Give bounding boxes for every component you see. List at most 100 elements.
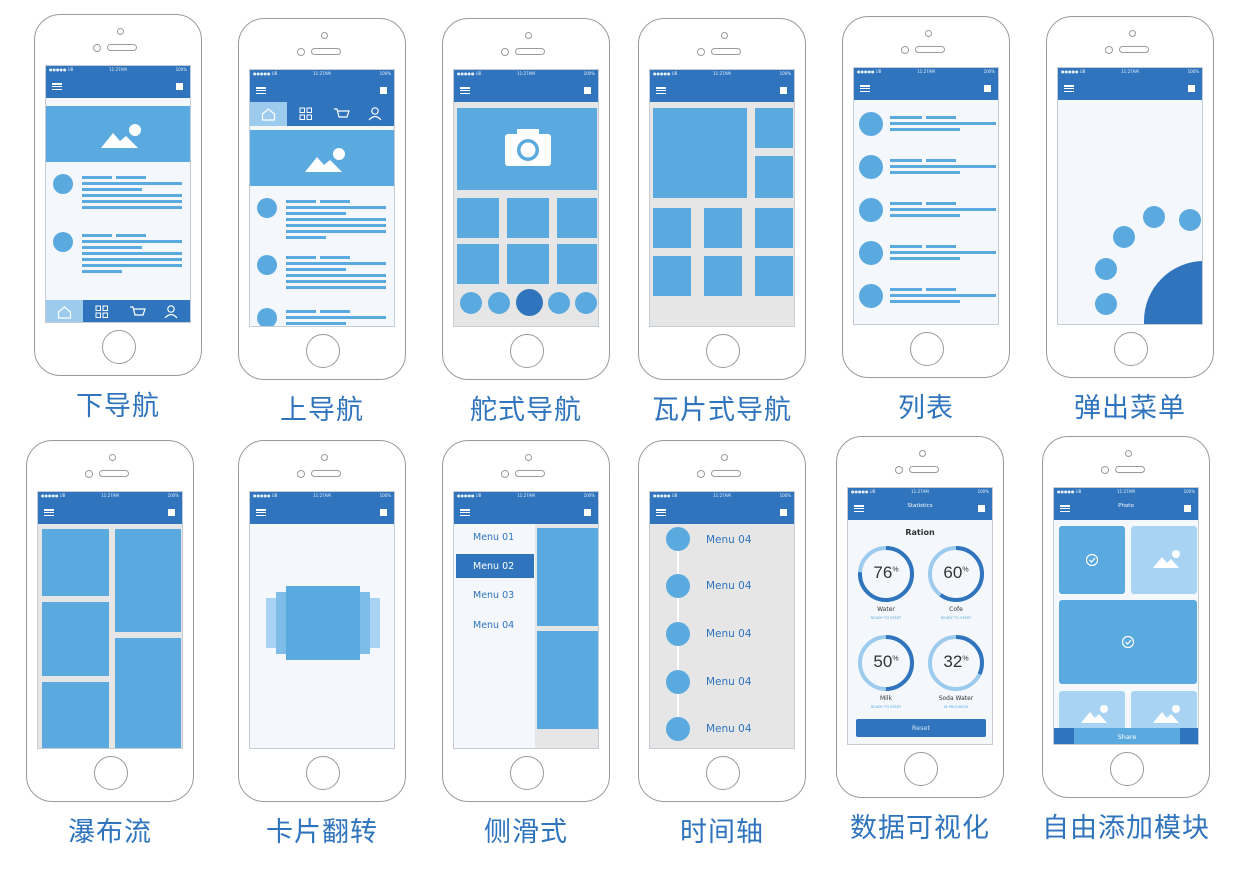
gauge-unit: % [962,655,969,663]
gauge-number: 60 [943,563,963,582]
tab-icons[interactable] [83,300,191,323]
square-icon[interactable] [168,509,175,516]
caption: 时间轴 [680,817,764,848]
gauge-number: 32 [943,652,963,671]
reset-button[interactable]: Reset [856,719,986,737]
card[interactable] [115,529,181,632]
square-icon[interactable] [1188,85,1195,92]
timeline-item[interactable]: Menu 04 [706,723,752,735]
tile[interactable] [653,208,691,248]
square-icon[interactable] [978,505,985,512]
bottom-tabbar [46,300,191,323]
tile[interactable] [755,256,793,296]
banner-image [46,106,190,162]
timeline-item[interactable]: Menu 04 [706,628,752,640]
tile[interactable] [704,256,742,296]
tile[interactable] [755,208,793,248]
nav-dot[interactable] [548,292,570,314]
menu-icon[interactable] [1064,85,1074,93]
gauge-fill [858,546,914,602]
timeline-item[interactable]: Menu 04 [706,534,752,546]
popup-item[interactable] [1113,226,1135,248]
card[interactable] [115,638,181,748]
menu-item-2[interactable]: Menu 02 [473,561,515,572]
square-icon[interactable] [380,87,387,94]
check-icon [1121,635,1135,649]
card[interactable] [42,602,109,676]
menu-icon[interactable] [460,509,470,517]
menu-item-1[interactable]: Menu 01 [473,532,515,543]
gauge-label: Milk [880,695,892,702]
gauge-unit: % [892,655,899,663]
share-bar[interactable]: Share [1054,728,1198,744]
tile[interactable] [653,108,747,198]
popup-item[interactable] [1179,209,1201,231]
popup-item[interactable] [1095,258,1117,280]
tile[interactable] [755,108,793,148]
caption: 舵式导航 [470,395,582,426]
tab-home[interactable] [250,102,287,126]
camera-icon [505,129,551,166]
top-tabbar [250,102,395,126]
square-icon[interactable] [584,87,591,94]
square-icon[interactable] [780,87,787,94]
gauge-label: Water [877,606,895,613]
popup-item[interactable] [1095,293,1117,315]
home-button [102,330,136,364]
popup-trigger[interactable] [1144,261,1202,324]
tile[interactable] [755,156,793,198]
timeline-item[interactable]: Menu 04 [706,580,752,592]
section-title: Ration [905,528,935,537]
caption: 卡片翻转 [266,817,378,848]
menu-icon[interactable] [1060,505,1070,513]
menu-item-active-bg [456,554,534,578]
square-icon[interactable] [1184,505,1191,512]
square-icon[interactable] [584,509,591,516]
module-image[interactable] [1131,526,1197,594]
gauge-status: READY TO START [940,616,972,620]
tab-home[interactable] [46,300,83,322]
nav-dot[interactable] [460,292,482,314]
menu-icon[interactable] [52,83,62,91]
gauge-ring [928,635,984,691]
nav-dot[interactable] [575,292,597,314]
menu-icon[interactable] [854,505,864,513]
check-icon [1085,553,1099,567]
popup-item[interactable] [1143,206,1165,228]
tile[interactable] [653,256,691,296]
reset-label: Reset [911,724,931,732]
card[interactable] [42,529,109,596]
menu-icon[interactable] [656,87,666,95]
card[interactable] [42,682,109,748]
image-icon [305,148,345,172]
gauge-label: Soda Water [938,695,974,702]
flip-card[interactable] [286,586,360,660]
share-button[interactable]: Share [1074,728,1180,744]
caption: 瀑布流 [68,817,152,848]
square-icon[interactable] [176,83,183,90]
module-selected[interactable] [1059,526,1125,594]
gauge-ring [928,546,984,602]
menu-icon[interactable] [860,85,870,93]
square-icon[interactable] [380,509,387,516]
gauge-number: 76 [873,563,893,582]
module-selected-large[interactable] [1059,600,1197,684]
menu-icon[interactable] [256,509,266,517]
tile[interactable] [704,208,742,248]
tab-icons[interactable] [287,102,395,126]
square-icon[interactable] [984,85,991,92]
menu-icon[interactable] [460,87,470,95]
nav-dot[interactable] [488,292,510,314]
menu-item-4[interactable]: Menu 04 [473,620,515,631]
menu-icon[interactable] [44,509,54,517]
image-icon [1081,705,1108,723]
menu-item-3[interactable]: Menu 03 [473,590,515,601]
timeline-item[interactable]: Menu 04 [706,676,752,688]
menu-icon[interactable] [256,87,266,95]
menu-icon[interactable] [656,509,666,517]
square-icon[interactable] [780,509,787,516]
nav-dot-center[interactable] [516,289,543,316]
